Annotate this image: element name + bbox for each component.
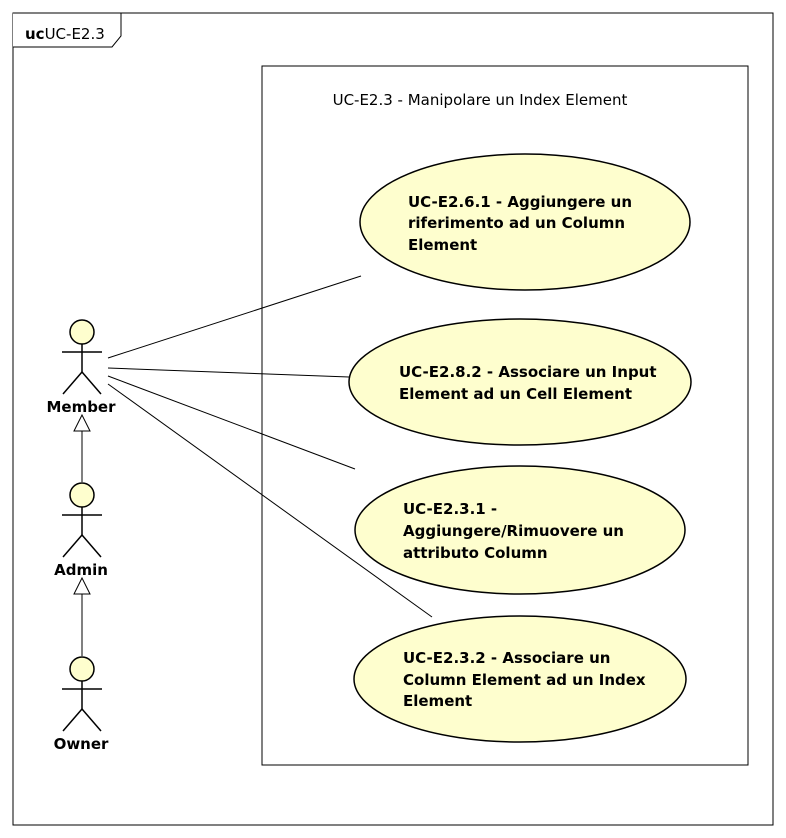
use-case-line: attributo Column — [403, 544, 548, 562]
actor-member[interactable]: Member — [46, 319, 116, 416]
use-case-line: UC-E2.8.2 - Associare un Input — [399, 363, 657, 381]
association-line — [107, 383, 433, 618]
frame-tab — [13, 12, 122, 48]
use-case-uc-e2-6-1[interactable]: UC-E2.6.1 - Aggiungere un riferimento ad… — [359, 153, 691, 291]
frame-name: UC-E2.3 — [45, 25, 105, 43]
generalization-arrowhead — [73, 576, 91, 595]
use-case-line: Element — [403, 692, 472, 710]
actor-head — [69, 319, 95, 345]
actor-owner[interactable]: Owner — [54, 656, 109, 753]
use-case-ellipse — [354, 465, 686, 595]
actor-label-member: Member — [46, 398, 116, 416]
use-case-line: UC-E2.6.1 - Aggiungere un — [408, 193, 632, 211]
association-line — [107, 275, 362, 359]
actor-label-owner: Owner — [54, 735, 109, 753]
association-line — [107, 367, 350, 378]
use-case-ellipse — [348, 318, 692, 446]
use-case-line: Column Element ad un Index — [403, 671, 646, 689]
use-case-line: Aggiungere/Rimuovere un — [403, 522, 624, 540]
actor-head — [69, 482, 95, 508]
use-case-uc-e2-3-1[interactable]: UC-E2.3.1 - Aggiungere/Rimuovere un attr… — [354, 465, 686, 595]
use-case-ellipse — [353, 615, 687, 743]
use-case-line: Element ad un Cell Element — [399, 385, 632, 403]
frame-label: ucUC-E2.3 — [25, 25, 105, 43]
generalization-arrowhead — [73, 413, 91, 432]
system-boundary-title: UC-E2.3 - Manipolare un Index Element — [333, 91, 628, 109]
use-case-ellipse — [359, 153, 691, 291]
use-case-uc-e2-3-2[interactable]: UC-E2.3.2 - Associare un Column Element … — [353, 615, 687, 743]
use-case-line: UC-E2.3.2 - Associare un — [403, 649, 610, 667]
use-case-line: Element — [408, 236, 477, 254]
use-case-line: riferimento ad un Column — [408, 214, 625, 232]
actor-admin[interactable]: Admin — [54, 482, 108, 579]
frame-keyword: uc — [25, 25, 45, 43]
use-case-line: UC-E2.3.1 - — [403, 500, 497, 518]
association-line — [107, 375, 356, 470]
actor-label-admin: Admin — [54, 561, 108, 579]
actor-head — [69, 656, 95, 682]
use-case-uc-e2-8-2[interactable]: UC-E2.8.2 - Associare un Input Element a… — [348, 318, 692, 446]
